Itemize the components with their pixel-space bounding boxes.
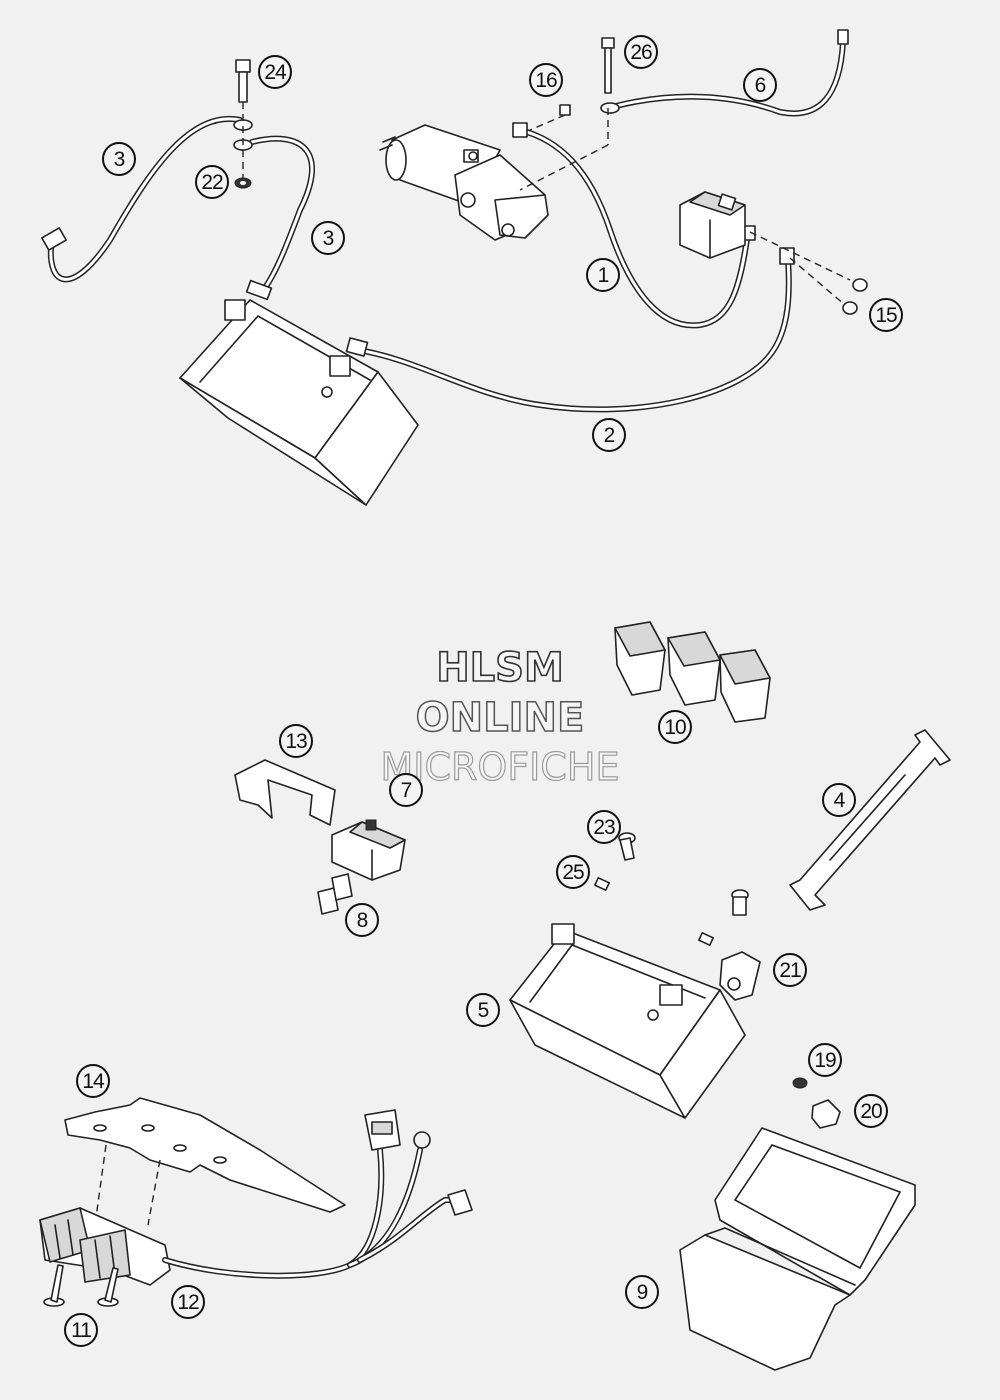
callout-6[interactable]: 6 (743, 68, 777, 102)
callout-14[interactable]: 14 (76, 1064, 110, 1098)
bolt-26 (519, 37, 615, 191)
starter-cable-1 (512, 122, 756, 329)
watermark-hlsm: HLSM (435, 644, 564, 692)
screws-15 (749, 231, 868, 315)
callout-4[interactable]: 4 (822, 783, 856, 817)
ground-cable-6 (600, 29, 849, 117)
callout-24[interactable]: 24 (258, 55, 292, 89)
battery-tray-9 (679, 1127, 916, 1371)
fuse-clips-8 (317, 873, 353, 915)
watermark-online: ONLINE (415, 694, 585, 742)
nut-20 (811, 1099, 841, 1129)
callout-12[interactable]: 12 (171, 1285, 205, 1319)
callout-3-lower[interactable]: 3 (311, 221, 345, 255)
callout-25[interactable]: 25 (556, 855, 590, 889)
screws-11 (43, 1264, 119, 1307)
screw-25 (594, 877, 610, 891)
relay-bracket-13 (234, 759, 336, 826)
callout-23[interactable]: 23 (587, 810, 621, 844)
callout-15[interactable]: 15 (869, 298, 903, 332)
bolt-24 (235, 59, 251, 178)
callout-8[interactable]: 8 (345, 903, 379, 937)
callout-22[interactable]: 22 (195, 165, 229, 199)
bolt-23 (618, 832, 636, 861)
fuse-boxes-10 (614, 621, 771, 723)
callout-19[interactable]: 19 (808, 1043, 842, 1077)
starter-relay-top (679, 191, 746, 259)
callout-5[interactable]: 5 (466, 993, 500, 1027)
callout-26[interactable]: 26 (624, 35, 658, 69)
callout-20[interactable]: 20 (854, 1094, 888, 1128)
battery-cable-2 (345, 247, 795, 413)
callout-7[interactable]: 7 (389, 773, 423, 807)
battery-cable-3 (41, 115, 315, 301)
screw-16 (529, 104, 571, 131)
terminal-cover-21 (719, 951, 761, 1001)
screw-19 (792, 1077, 808, 1089)
callout-1[interactable]: 1 (586, 258, 620, 292)
callout-2[interactable]: 2 (592, 418, 626, 452)
battery-strap-4 (789, 729, 951, 911)
watermark-microfiche: MICROFICHE (380, 744, 620, 789)
callout-13[interactable]: 13 (279, 724, 313, 758)
callout-21[interactable]: 21 (773, 953, 807, 987)
bolt-terminal (698, 889, 749, 946)
mounting-plate-14 (64, 1097, 346, 1226)
callout-16[interactable]: 16 (529, 63, 563, 97)
callout-9[interactable]: 9 (625, 1275, 659, 1309)
callout-3-upper[interactable]: 3 (102, 142, 136, 176)
wiring-harness (162, 1109, 473, 1279)
starter-relay-7 (331, 819, 406, 881)
battery-5 (509, 923, 746, 1119)
starter-motor (379, 124, 549, 241)
nut-22 (234, 177, 252, 189)
callout-10[interactable]: 10 (658, 710, 692, 744)
callout-11[interactable]: 11 (64, 1313, 98, 1347)
battery-top (179, 299, 419, 506)
